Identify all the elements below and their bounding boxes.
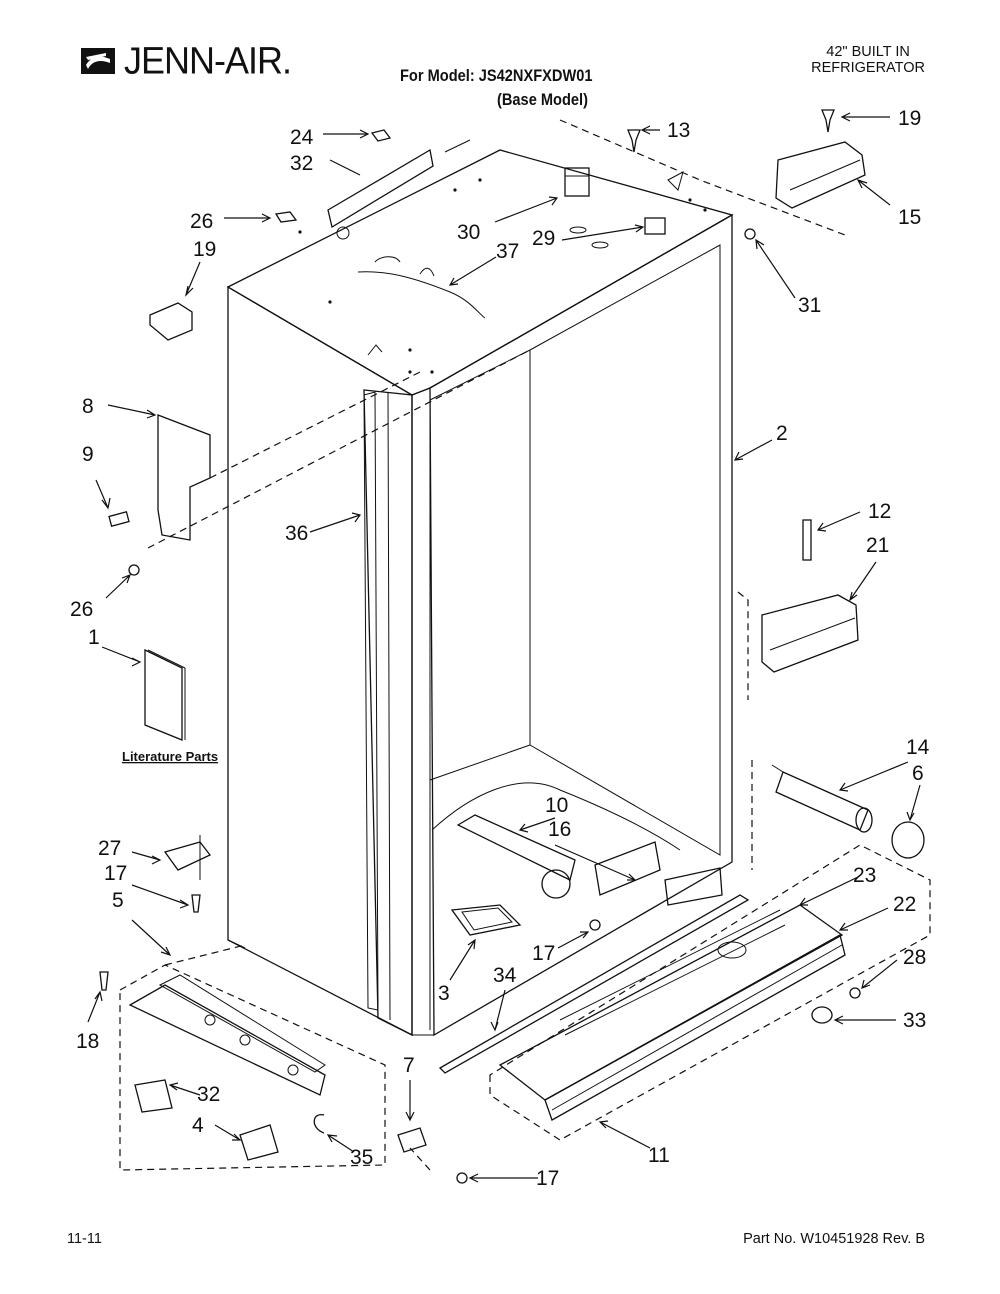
callout: 29 xyxy=(532,227,555,250)
literature-parts-label: Literature Parts xyxy=(122,749,218,764)
callout: 36 xyxy=(285,522,308,545)
callout: 22 xyxy=(893,893,916,916)
bracket-4 xyxy=(239,1124,279,1161)
brand-logo: JENN-AIR. xyxy=(80,38,292,82)
callout: 17 xyxy=(532,942,555,965)
callout: 9 xyxy=(82,443,94,466)
model-title: For Model: JS42NXFXDW01 xyxy=(400,66,593,85)
callout: 24 xyxy=(290,126,314,149)
top-clip xyxy=(644,217,666,235)
upper-hinge xyxy=(775,141,866,209)
callout: 21 xyxy=(866,534,889,557)
bracket-7 xyxy=(397,1127,427,1153)
leveler-34 xyxy=(134,1079,173,1113)
grille-panel-23 xyxy=(498,904,844,1101)
callout: 27 xyxy=(98,837,121,860)
callout: 7 xyxy=(403,1054,415,1077)
callout: 8 xyxy=(82,395,94,418)
callout: 30 xyxy=(457,221,480,244)
kickplate-22 xyxy=(544,934,846,1121)
callout: 4 xyxy=(192,1114,204,1137)
product-description: 42" BUILT IN REFRIGERATOR xyxy=(811,44,925,76)
callout: 19 xyxy=(898,107,921,130)
callout: 35 xyxy=(350,1146,373,1169)
callout: 5 xyxy=(112,889,124,912)
callout: 16 xyxy=(548,818,571,841)
filter-cap xyxy=(891,821,925,859)
brand-name: JENN-AIR. xyxy=(124,38,292,82)
callout: 14 xyxy=(906,736,930,759)
callout: 33 xyxy=(903,1009,926,1032)
clip-37 xyxy=(313,1114,325,1134)
callout-numbers: 24 32 26 19 8 9 26 1 36 13 19 15 30 37 2… xyxy=(70,107,930,1190)
revision-date: 11-11 xyxy=(67,1231,102,1247)
callout: 2 xyxy=(776,422,788,445)
callout: 37 xyxy=(496,240,519,263)
leader-lines xyxy=(87,112,921,1183)
product-size: 42" BUILT IN xyxy=(826,44,910,60)
cabinet xyxy=(226,149,734,1037)
bracket-8 xyxy=(157,414,211,541)
callout: 17 xyxy=(536,1167,559,1190)
callout: 26 xyxy=(70,598,93,621)
trim-strip-33 xyxy=(438,894,750,1074)
callout: 1 xyxy=(88,626,100,649)
callout: 13 xyxy=(667,119,690,142)
product-type: REFRIGERATOR xyxy=(811,60,925,76)
callout: 12 xyxy=(868,500,891,523)
callout: 31 xyxy=(798,294,821,317)
callout: 11 xyxy=(648,1144,670,1167)
callout: 18 xyxy=(76,1030,99,1053)
callout: 10 xyxy=(545,794,568,817)
base-frame xyxy=(128,974,326,1096)
filter-housing xyxy=(594,841,661,896)
base-model-label: (Base Model) xyxy=(497,90,588,109)
top-switch xyxy=(564,167,590,197)
callout: 17 xyxy=(104,862,127,885)
callout: 26 xyxy=(190,210,213,233)
part-number: Part No. W10451928 Rev. B xyxy=(743,1231,925,1247)
callout: 32 xyxy=(290,152,313,175)
jenn-air-logo-mark-icon xyxy=(81,48,115,74)
screw-13 xyxy=(627,129,641,153)
grille-vents xyxy=(559,909,786,1036)
water-filter xyxy=(771,764,873,833)
callout: 34 xyxy=(493,964,517,987)
callout: 3 xyxy=(438,982,450,1005)
callout: 6 xyxy=(912,762,924,785)
callout: 19 xyxy=(193,238,216,261)
callout: 23 xyxy=(853,864,876,887)
top-bracket xyxy=(327,148,434,229)
callout: 28 xyxy=(903,946,926,969)
callout: 32 xyxy=(197,1083,220,1106)
bracket-19 xyxy=(149,302,193,341)
bracket-25 xyxy=(163,841,212,871)
tube-assembly xyxy=(456,814,576,881)
literature-booklet xyxy=(144,648,183,741)
knob-28 xyxy=(811,1006,833,1024)
lower-hinge xyxy=(761,594,859,673)
callout: 15 xyxy=(898,206,921,229)
cover-3 xyxy=(450,904,522,936)
